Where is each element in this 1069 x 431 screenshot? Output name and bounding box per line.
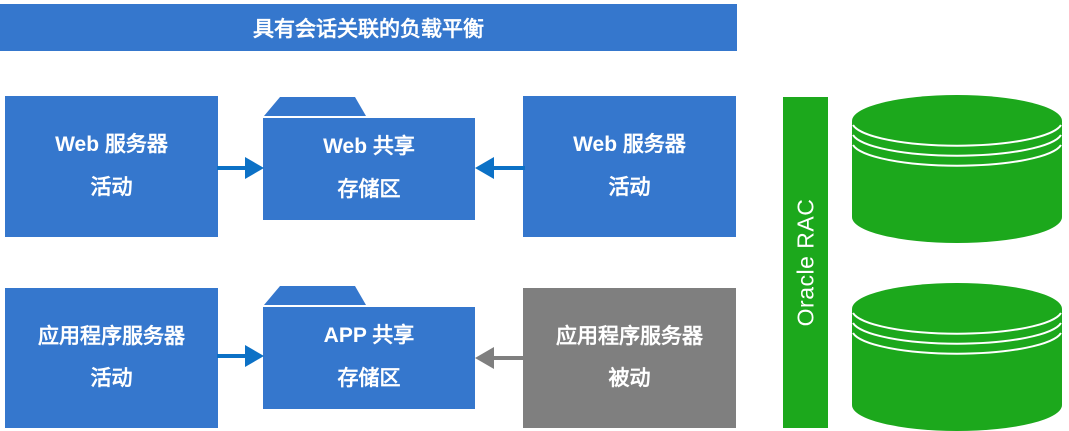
arrow-left-icon [475,157,525,179]
diagram-title: 具有会话关联的负载平衡 [253,17,484,41]
database-cylinder-icon [852,95,1062,243]
folder-icon [263,286,475,409]
arrow-left-icon [475,347,525,369]
node-label-line2: 活动 [608,175,651,199]
node-web-shared-storage: Web 共享 存储区 [263,96,475,220]
node-web-server-active-right: Web 服务器 活动 [523,96,736,237]
node-label-line1: Web 服务器 [55,133,168,157]
database-cylinder-icon [852,283,1062,431]
diagram-title-banner: 具有会话关联的负载平衡 [0,4,737,51]
node-label-line2: 被动 [608,367,651,390]
arrow-right-icon [217,345,264,367]
oracle-rac-label: Oracle RAC [792,198,819,327]
node-label-line1: 应用程序服务器 [38,324,185,348]
node-label-line1: 应用程序服务器 [556,324,703,348]
node-label-line2: 存储区 [337,177,401,201]
node-label-line1: APP 共享 [323,324,415,348]
node-label-line2: 存储区 [337,366,401,390]
node-label-line1: Web 共享 [323,135,415,159]
node-app-server-passive: 应用程序服务器 被动 [523,288,736,428]
node-label-line1: Web 服务器 [573,133,686,157]
folder-icon [263,97,475,220]
oracle-rac-bar: Oracle RAC [783,97,828,428]
node-app-server-active: 应用程序服务器 活动 [5,288,218,428]
node-app-shared-storage: APP 共享 存储区 [263,285,475,409]
node-label-line2: 活动 [90,367,133,390]
arrow-right-icon [217,157,264,179]
node-label-line2: 活动 [90,175,133,199]
node-web-server-active-left: Web 服务器 活动 [5,96,218,237]
